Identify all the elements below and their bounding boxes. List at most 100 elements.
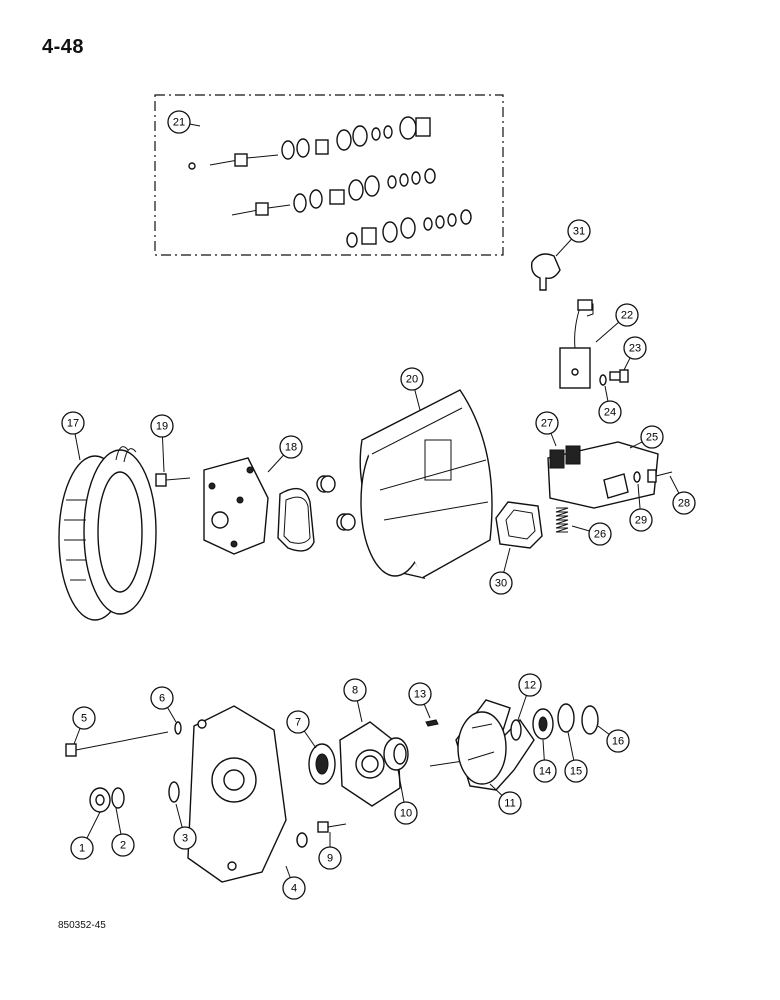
callout-28: 28	[672, 491, 696, 515]
part-8-retainer-plate	[339, 721, 401, 807]
part-4-drive-end-frame	[187, 705, 308, 883]
callout-14: 14	[533, 759, 557, 783]
callout-label-3: 3	[182, 833, 188, 845]
part-13-key	[425, 719, 439, 727]
callout-label-10: 10	[400, 808, 412, 820]
callout-label-18: 18	[285, 442, 297, 454]
callout-10: 10	[394, 801, 418, 825]
part-31-terminal-boot	[530, 253, 561, 291]
part-12-fan	[510, 719, 522, 741]
callout-19: 19	[150, 414, 174, 438]
callout-label-1: 1	[79, 843, 85, 855]
callout-label-29: 29	[635, 515, 647, 527]
callout-20: 20	[400, 367, 424, 391]
part-22-regulator-lead	[559, 299, 594, 389]
callout-31: 31	[567, 219, 591, 243]
part-16-o-ring	[581, 705, 599, 735]
part-18-bushing-upper	[316, 475, 336, 493]
callout-label-16: 16	[612, 736, 624, 748]
callout-label-11: 11	[504, 798, 515, 810]
callout-11: 11	[498, 791, 522, 815]
part-3-spacer	[168, 781, 180, 803]
callout-9: 9	[318, 846, 342, 870]
callout-24: 24	[598, 400, 622, 424]
callout-label-22: 22	[621, 310, 633, 322]
callout-label-17: 17	[67, 418, 79, 430]
part-11-rotor	[429, 699, 535, 791]
callout-label-2: 2	[120, 840, 126, 852]
callout-26: 26	[588, 522, 612, 546]
part-19-screw	[155, 473, 191, 487]
callout-label-4: 4	[291, 883, 297, 895]
callout-label-12: 12	[524, 680, 536, 692]
callout-label-13: 13	[414, 689, 426, 701]
callout-7: 7	[286, 710, 310, 734]
callout-5: 5	[72, 706, 96, 730]
part-27-brushes	[549, 445, 581, 469]
callout-label-27: 27	[541, 418, 553, 430]
callout-29: 29	[629, 508, 653, 532]
callout-label-8: 8	[352, 685, 358, 697]
callout-label-24: 24	[604, 407, 616, 419]
part-15-spring-washer	[557, 703, 575, 733]
callout-label-20: 20	[406, 374, 418, 386]
callout-23: 23	[623, 336, 647, 360]
figure-code: 850352-45	[58, 920, 106, 931]
kit-21-group	[154, 94, 504, 256]
part-9-screw	[317, 821, 347, 833]
callout-8: 8	[343, 678, 367, 702]
callout-25: 25	[640, 425, 664, 449]
part-2-washer	[111, 787, 125, 809]
callout-13: 13	[408, 682, 432, 706]
part-10-collar	[383, 737, 409, 771]
callout-label-7: 7	[295, 717, 301, 729]
callout-label-9: 9	[327, 853, 333, 865]
kit-21-dashed-box	[154, 94, 504, 256]
part-14-bearing	[532, 708, 554, 740]
callout-label-23: 23	[629, 343, 641, 355]
rectifier-plate	[203, 457, 269, 555]
part-1-nut	[89, 787, 111, 813]
callout-label-14: 14	[539, 766, 551, 778]
callout-label-30: 30	[495, 578, 507, 590]
part-18-bushing-lower	[336, 513, 356, 531]
callout-12: 12	[518, 673, 542, 697]
part-17-stator	[58, 446, 157, 621]
part-28-screw	[647, 469, 673, 483]
page-number: 4-48	[42, 36, 85, 58]
callout-label-21: 21	[173, 117, 185, 129]
callout-label-25: 25	[646, 432, 658, 444]
callout-16: 16	[606, 729, 630, 753]
callout-1: 1	[70, 836, 94, 860]
callout-label-6: 6	[159, 693, 165, 705]
part-7-bearing	[308, 743, 336, 785]
callout-2: 2	[111, 833, 135, 857]
callout-label-5: 5	[81, 713, 87, 725]
callout-27: 27	[535, 411, 559, 435]
part-5-through-bolt	[65, 731, 169, 757]
part-23-screw	[609, 369, 629, 383]
callout-30: 30	[489, 571, 513, 595]
part-29-washer	[633, 471, 641, 483]
callout-label-15: 15	[570, 766, 582, 778]
part-30-seal	[495, 501, 543, 549]
part-18-gasket	[277, 487, 315, 552]
callout-3: 3	[173, 826, 197, 850]
callout-15: 15	[564, 759, 588, 783]
callout-6: 6	[150, 686, 174, 710]
callout-17: 17	[61, 411, 85, 435]
part-26-spring	[555, 507, 569, 533]
part-6-washer	[174, 721, 182, 735]
part-20-housing	[359, 389, 493, 580]
callout-22: 22	[615, 303, 639, 327]
callout-4: 4	[282, 876, 306, 900]
callout-label-31: 31	[573, 226, 585, 238]
callout-label-19: 19	[156, 421, 168, 433]
callout-21: 21	[167, 110, 191, 134]
callout-label-26: 26	[594, 529, 606, 541]
part-24-washer	[599, 374, 607, 386]
callout-18: 18	[279, 435, 303, 459]
